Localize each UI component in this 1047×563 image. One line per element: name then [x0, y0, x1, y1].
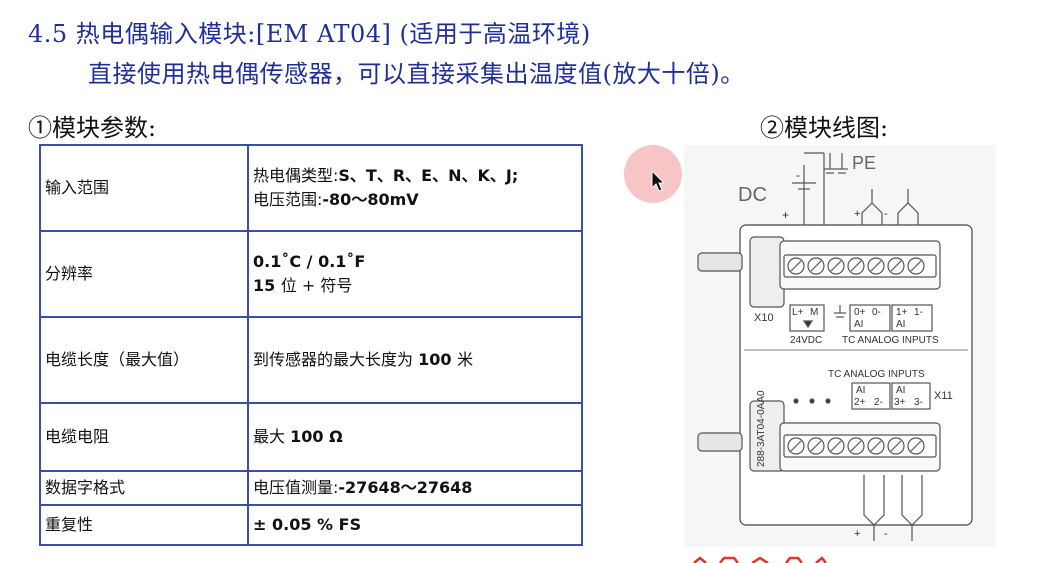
tc-minus-label: - [884, 528, 888, 540]
page-title: 4.5 热电偶输入模块:[EM AT04] (适用于高温环境) [28, 20, 591, 48]
dot [825, 398, 831, 404]
mouse-cursor-icon [651, 170, 666, 192]
param-key: 分辨率 [39, 230, 249, 318]
tc-minus-label: - [884, 208, 888, 220]
tc-inputs-label: TC ANALOG INPUTS [828, 369, 925, 380]
terminal-label: 2+ [854, 397, 866, 408]
terminal-label: 2- [874, 397, 883, 408]
tc-plus-label: + [854, 208, 860, 220]
module-latch-top [749, 236, 785, 308]
label-box-power [789, 304, 825, 332]
wiring-diagram-svg: DC + - PE + - X10 L+ M 0+ 0- 1+ 1- AI AI… [697, 152, 973, 541]
x11-label: X11 [934, 390, 953, 402]
param-value-line: 电压范围:-80～80mV [253, 190, 419, 209]
param-key: 输入范围 [39, 144, 249, 232]
param-value: 电压值测量:-27648～27648 [247, 470, 583, 506]
param-value: 0.1˚C / 0.1˚F 15 位 + 符号 [247, 230, 583, 318]
part-number-label: 288-3AT04-0AA0 [756, 390, 767, 467]
table-row: 重复性 ± 0.05 % FS [39, 504, 583, 546]
param-value-line: 最大 100 Ω [253, 427, 343, 446]
terminal-label: 3+ [894, 397, 906, 408]
dot [793, 398, 799, 404]
param-value-line: 热电偶类型:S、T、R、E、N、K、J; [253, 166, 519, 185]
table-row: 输入范围 热电偶类型:S、T、R、E、N、K、J; 电压范围:-80～80mV [39, 144, 583, 232]
param-key: 电缆电阻 [39, 402, 249, 472]
label-box-ch1 [891, 304, 933, 332]
label-box-ch2 [851, 382, 891, 410]
param-value-line: 0.1˚C / 0.1˚F [253, 252, 366, 271]
param-value: 到传感器的最大长度为 100 米 [247, 316, 583, 404]
bus-connector [697, 432, 743, 452]
dot [809, 398, 815, 404]
param-value-line: 到传感器的最大长度为 100 米 [253, 350, 474, 369]
param-key: 数据字格式 [39, 470, 249, 506]
param-value-line: 15 位 + 符号 [253, 276, 353, 295]
terminal-label: 0+ [854, 307, 866, 318]
tc-inputs-label: TC ANALOG INPUTS [842, 335, 939, 346]
wiring-diagram-label: ②模块线图: [760, 114, 889, 142]
tc-plus-label: + [854, 528, 860, 540]
param-key: 重复性 [39, 504, 249, 546]
wiring-diagram: DC + - PE + - X10 L+ M 0+ 0- 1+ 1- AI AI… [684, 145, 996, 547]
ai-label: AI [896, 385, 905, 396]
table-row: 数据字格式 电压值测量:-27648～27648 [39, 470, 583, 506]
terminal-label: 0- [872, 307, 881, 318]
bus-connector [697, 252, 743, 272]
param-value: ± 0.05 % FS [247, 504, 583, 546]
param-value-line: 电压值测量:-27648～27648 [253, 478, 473, 497]
params-table: 输入范围 热电偶类型:S、T、R、E、N、K、J; 电压范围:-80～80mV … [39, 144, 583, 546]
terminal-label: 3- [914, 397, 923, 408]
param-value: 热电偶类型:S、T、R、E、N、K、J; 电压范围:-80～80mV [247, 144, 583, 232]
table-row: 分辨率 0.1˚C / 0.1˚F 15 位 + 符号 [39, 230, 583, 318]
cropped-red-text-fragment [693, 556, 827, 563]
param-key: 电缆长度（最大值） [39, 316, 249, 404]
table-row: 电缆电阻 最大 100 Ω [39, 402, 583, 472]
terminal-label: 1- [914, 307, 923, 318]
module-params-label: ①模块参数: [28, 114, 157, 142]
terminal-label: 1+ [896, 307, 908, 318]
label-box-ch0 [849, 304, 891, 332]
label-box-ch3 [891, 382, 931, 410]
terminal-label: L+ [792, 307, 804, 318]
page-subtitle: 直接使用热电偶传感器，可以直接采集出温度值(放大十倍)。 [88, 60, 745, 88]
terminal-label: M [810, 307, 818, 318]
vdc-label: 24VDC [790, 335, 822, 346]
arrow-down-icon [802, 320, 814, 329]
x10-label: X10 [754, 312, 774, 324]
dc-plus-label: + [782, 208, 789, 222]
table-row: 电缆长度（最大值） 到传感器的最大长度为 100 米 [39, 316, 583, 404]
ai-label: AI [854, 319, 863, 330]
screw-row-bottom [787, 437, 925, 455]
ai-label: AI [856, 385, 865, 396]
dc-minus-label: - [796, 168, 800, 182]
ai-label: AI [896, 319, 905, 330]
dc-label: DC [738, 184, 767, 206]
screw-row-top [787, 257, 925, 275]
pe-label: PE [852, 153, 876, 173]
param-value: 最大 100 Ω [247, 402, 583, 472]
param-value-line: ± 0.05 % FS [253, 515, 362, 534]
